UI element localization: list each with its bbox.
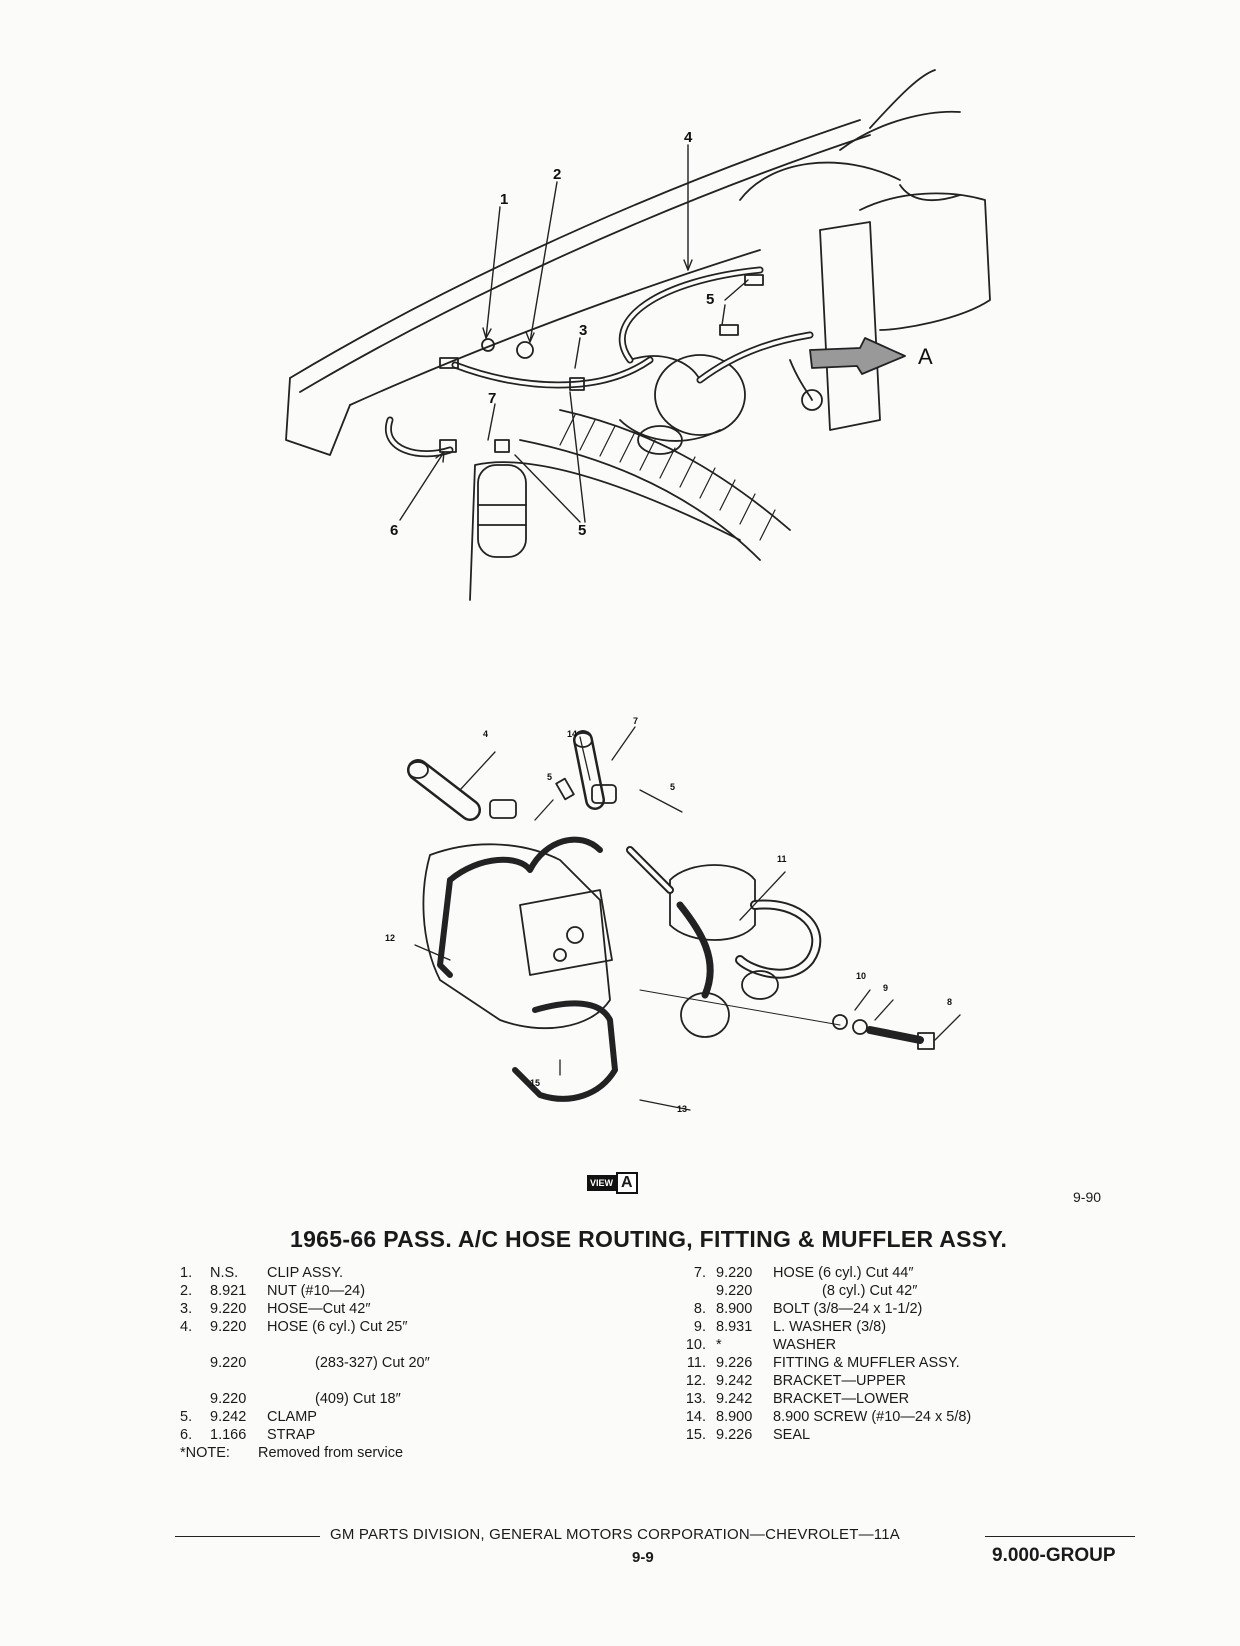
item-number: 1.	[180, 1265, 193, 1281]
item-description: 8.900 SCREW (#10—24 x 5/8)	[773, 1409, 972, 1425]
group-number: *	[716, 1337, 722, 1353]
item-number: 3.	[180, 1301, 193, 1317]
item-description: (409) Cut 18″	[315, 1391, 401, 1407]
item-number: 6.	[180, 1427, 193, 1443]
item-number: 14.	[685, 1409, 706, 1425]
group-number: 9.242	[716, 1373, 753, 1389]
group-number: 8.931	[716, 1319, 753, 1335]
callout-1: 1	[500, 191, 508, 208]
parts-list-right: 7. 9.220 HOSE (6 cyl.) Cut 44″ 9.220 (8 …	[670, 1264, 1110, 1494]
group-number: 9.220	[210, 1301, 247, 1317]
view-a-badge: VIEW A	[587, 1172, 638, 1194]
callout-b5b: 5	[670, 782, 675, 792]
footer-text: GM PARTS DIVISION, GENERAL MOTORS CORPOR…	[330, 1526, 900, 1543]
item-number: 13.	[685, 1391, 706, 1407]
callout-b13: 13	[677, 1104, 687, 1114]
callout-5a: 5	[706, 291, 714, 308]
item-description: CLIP ASSY.	[267, 1265, 344, 1281]
item-description: FITTING & MUFFLER ASSY.	[773, 1355, 960, 1371]
item-number: 12.	[685, 1373, 706, 1389]
group-number: 9.220	[210, 1355, 247, 1371]
item-description: HOSE (6 cyl.) Cut 25″	[267, 1319, 408, 1335]
callout-b7: 7	[633, 716, 638, 726]
item-number: 2.	[180, 1283, 193, 1299]
item-description: SEAL	[773, 1427, 811, 1443]
page-title: 1965-66 PASS. A/C HOSE ROUTING, FITTING …	[290, 1226, 1008, 1252]
group-number: 9.220	[716, 1265, 753, 1281]
item-description: HOSE (6 cyl.) Cut 44″	[773, 1265, 914, 1281]
note-label: *NOTE:	[180, 1445, 230, 1461]
group-number: 9.242	[716, 1391, 753, 1407]
page-number: 9-9	[632, 1549, 654, 1566]
item-number: 10.	[685, 1337, 706, 1353]
parts-list-left: 1. N.S. CLIP ASSY. 2. 8.921 NUT (#10—24)…	[180, 1264, 630, 1494]
item-number: 8.	[693, 1301, 706, 1317]
item-description: CLAMP	[267, 1409, 317, 1425]
item-number: 9.	[693, 1319, 706, 1335]
item-number: 4.	[180, 1319, 193, 1335]
group-number: 9.220	[716, 1283, 753, 1299]
callout-3: 3	[579, 322, 587, 339]
callout-5b: 5	[578, 522, 586, 539]
item-description: NUT (#10—24)	[267, 1283, 366, 1299]
note-text: Removed from service	[258, 1445, 404, 1461]
top-drawing-engine-bay	[285, 69, 991, 601]
group-number: 9.220	[210, 1391, 247, 1407]
callout-b9: 9	[883, 983, 888, 993]
item-description: (283-327) Cut 20″	[315, 1355, 430, 1371]
callout-b4: 4	[483, 729, 488, 739]
item-description: BRACKET—UPPER	[773, 1373, 906, 1389]
callout-b12: 12	[385, 933, 395, 943]
bottom-drawing-view-a	[407, 726, 961, 1111]
callout-4: 4	[684, 129, 693, 146]
group-number: 9.242	[210, 1409, 247, 1425]
view-a-marker: A	[918, 344, 933, 369]
group-number: 8.900	[716, 1301, 753, 1317]
item-number: 11.	[686, 1355, 706, 1371]
item-description: BOLT (3/8—24 x 1-1/2)	[773, 1301, 923, 1317]
note: *NOTE: Removed from service	[180, 1444, 403, 1463]
item-description: L. WASHER (3/8)	[773, 1319, 887, 1335]
group-number: 8.900	[716, 1409, 753, 1425]
item-number: 7.	[693, 1265, 706, 1281]
item-description: BRACKET—LOWER	[773, 1391, 910, 1407]
item-description: STRAP	[267, 1427, 316, 1443]
callout-b10: 10	[856, 971, 866, 981]
callout-b15: 15	[530, 1078, 540, 1088]
callout-b5a: 5	[547, 772, 552, 782]
callout-b8: 8	[947, 997, 952, 1007]
group-label: 9.000-GROUP	[992, 1545, 1116, 1566]
group-number: 9.226	[716, 1427, 753, 1443]
view-badge-letter: A	[616, 1172, 638, 1194]
item-description: HOSE—Cut 42″	[267, 1301, 371, 1317]
item-description: WASHER	[773, 1337, 837, 1353]
group-number: 8.921	[210, 1283, 247, 1299]
group-number: 9.220	[210, 1319, 247, 1335]
group-number: 1.166	[210, 1427, 247, 1443]
callout-2: 2	[553, 166, 561, 183]
footer-rule-left	[175, 1536, 320, 1537]
callout-b14: 14	[567, 729, 577, 739]
callout-7: 7	[488, 390, 496, 407]
item-number: 15.	[685, 1427, 706, 1443]
item-number: 5.	[180, 1409, 193, 1425]
callout-b11: 11	[777, 854, 787, 864]
figure-number: 9-90	[1073, 1189, 1102, 1205]
view-badge-word: VIEW	[587, 1175, 617, 1191]
callout-6: 6	[390, 522, 398, 539]
item-description: (8 cyl.) Cut 42″	[822, 1283, 918, 1299]
group-number: N.S.	[210, 1265, 239, 1281]
group-number: 9.226	[716, 1355, 753, 1371]
footer-rule-right	[985, 1536, 1135, 1537]
